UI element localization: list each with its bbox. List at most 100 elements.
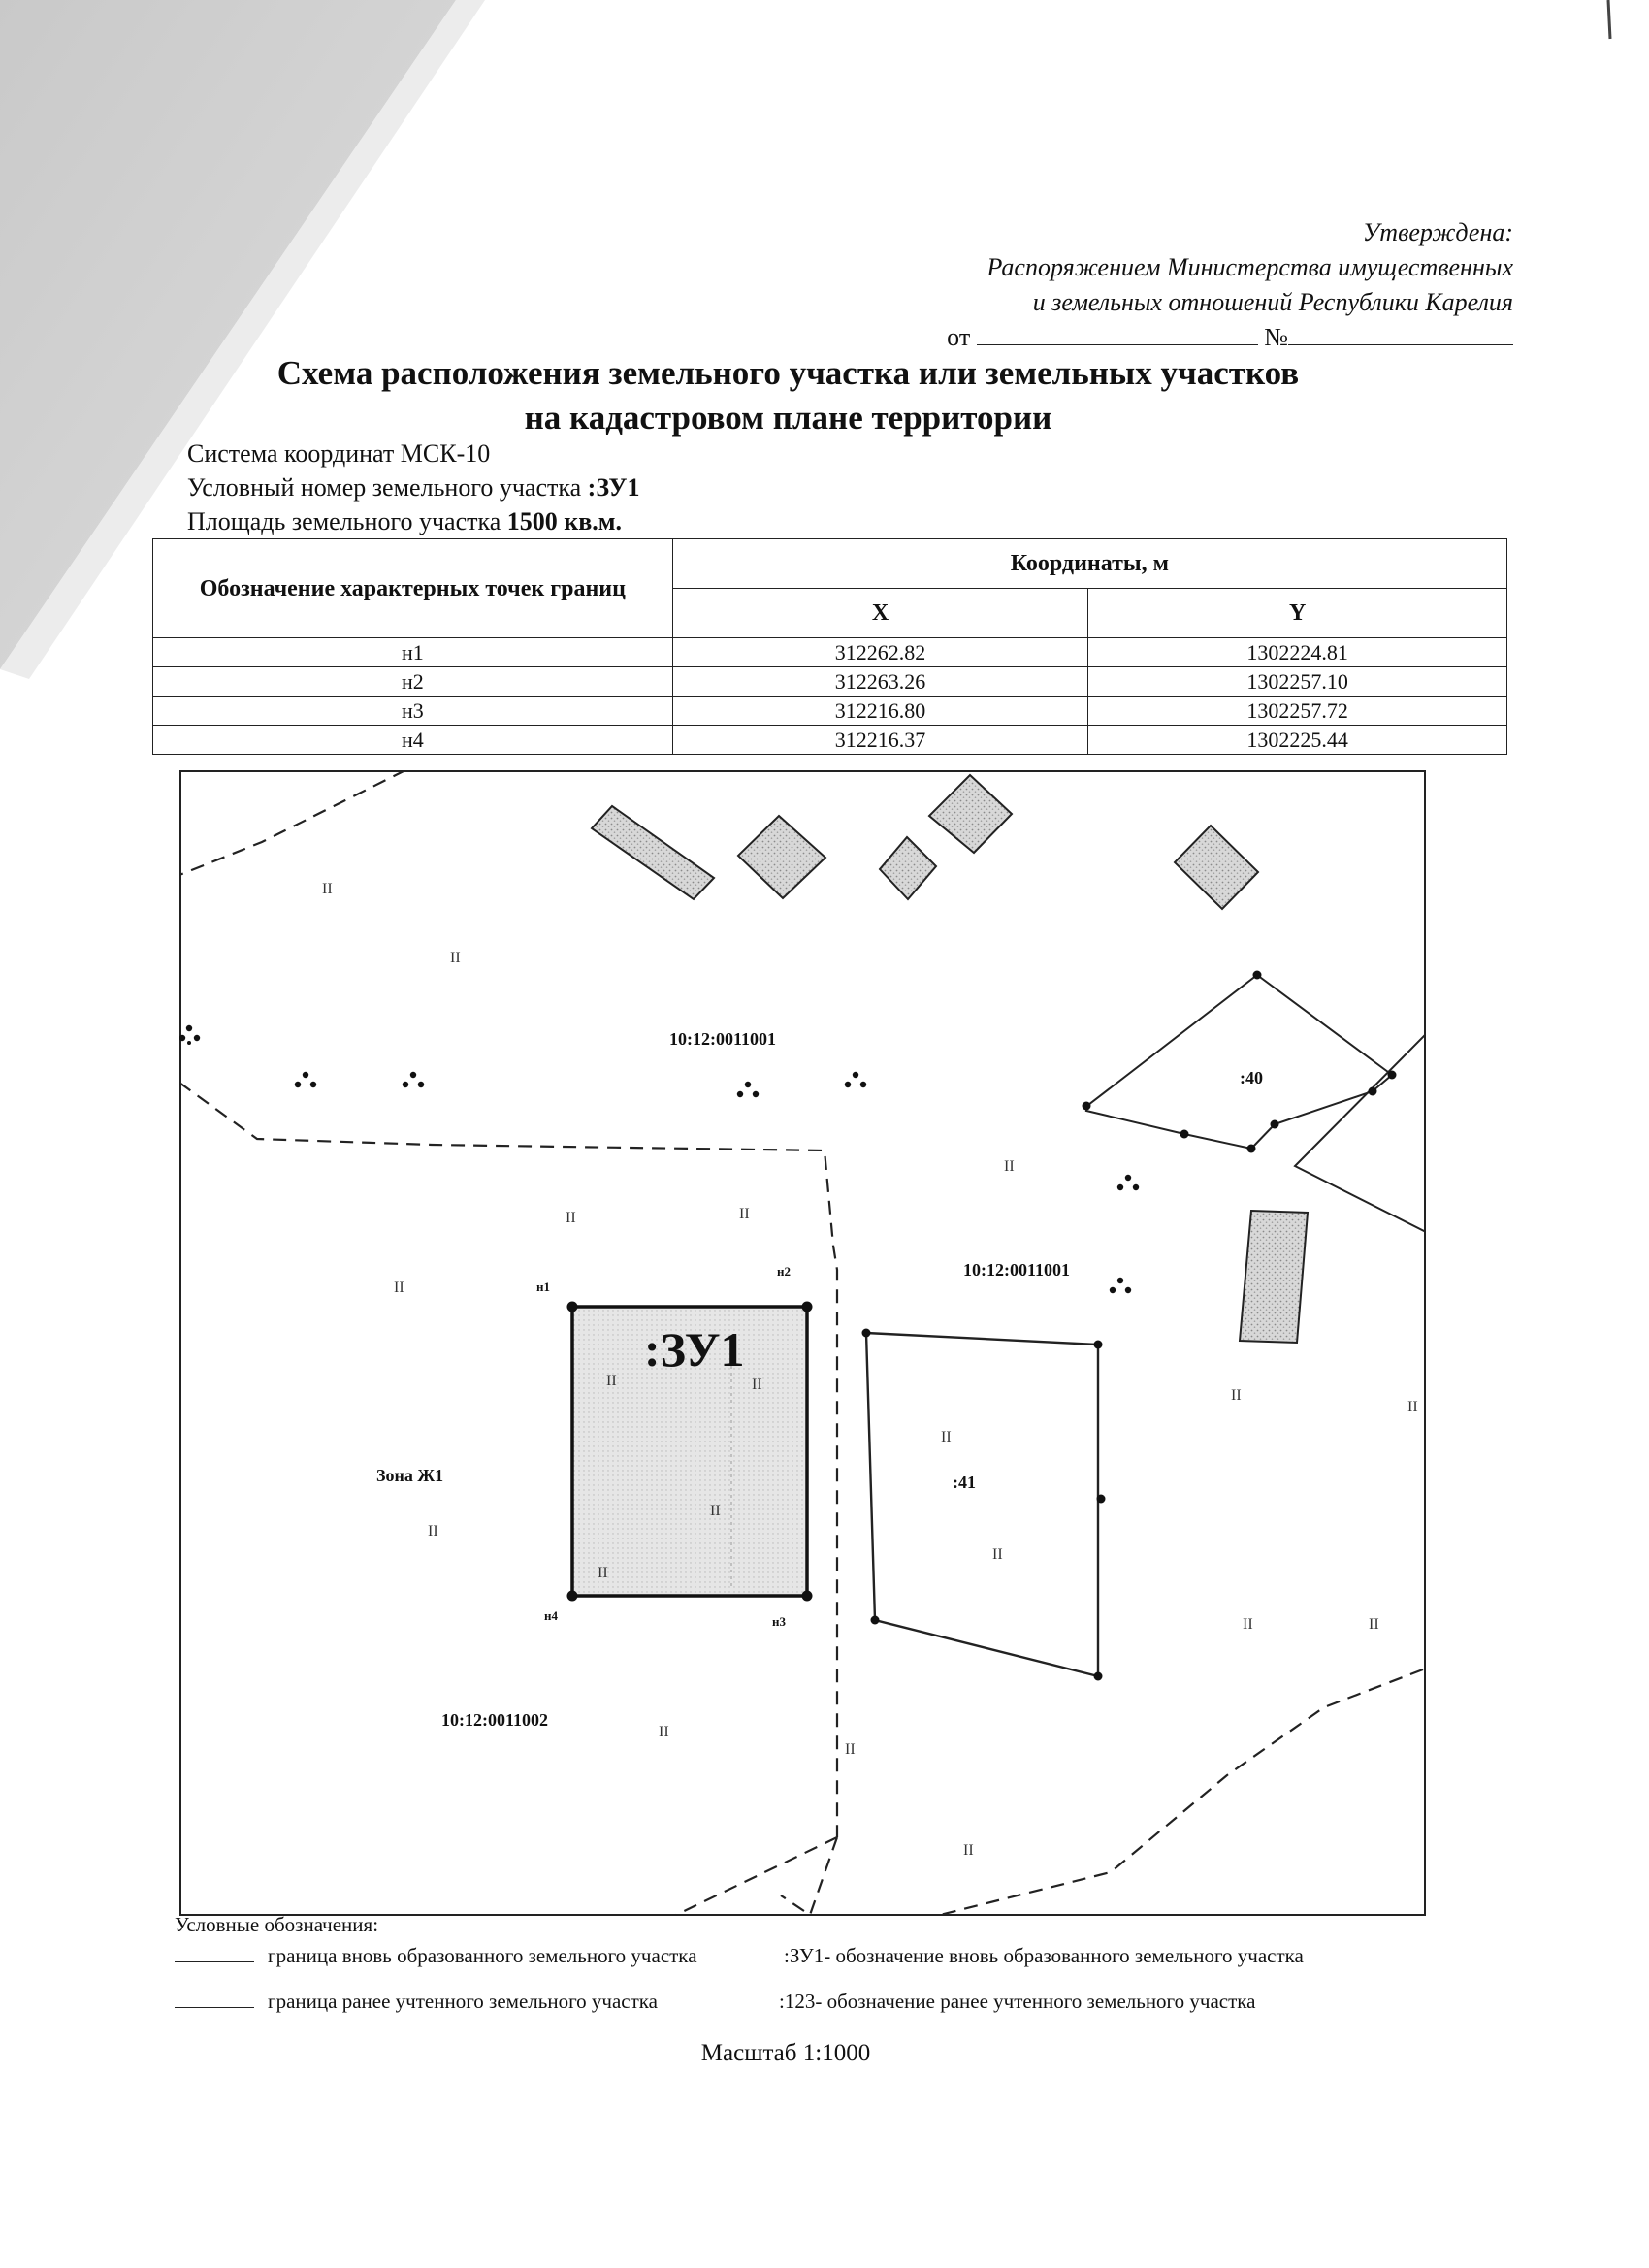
parcel-area-line: Площадь земельного участка 1500 кв.м. bbox=[187, 504, 639, 538]
parcel-area-label: Площадь земельного участка bbox=[187, 507, 507, 535]
tree-icon bbox=[179, 1024, 201, 1045]
grass-mark: II bbox=[752, 1377, 762, 1393]
tree-icon bbox=[294, 1071, 317, 1088]
parcel-number-value: :ЗУ1 bbox=[587, 473, 640, 502]
parcel-zu1-fill bbox=[572, 1307, 807, 1596]
block-label-south: 10:12:0011002 bbox=[441, 1710, 548, 1730]
title-line-2: на кадастровом плане территории bbox=[524, 399, 1052, 437]
block-label-east: 10:12:0011001 bbox=[963, 1260, 1070, 1280]
coordinates-table: Обозначение характерных точек границ Коо… bbox=[152, 538, 1508, 755]
grass-marks: II II II II II II II II II II II II II I… bbox=[322, 881, 1418, 1859]
buildings bbox=[590, 773, 1310, 1345]
approval-line-3: и земельных отношений Республики Карелия bbox=[1032, 288, 1513, 316]
approval-line-1: Утверждена: bbox=[1362, 218, 1513, 246]
approval-number-blank bbox=[1288, 325, 1513, 345]
legend-new-boundary-text: граница вновь образованного земельного у… bbox=[268, 1944, 697, 1967]
grass-mark: II bbox=[450, 950, 461, 966]
parcel-40-vertices bbox=[1082, 970, 1397, 1153]
grass-mark: II bbox=[710, 1503, 721, 1519]
grass-mark: II bbox=[845, 1741, 856, 1758]
point-label-n3: н3 bbox=[772, 1614, 786, 1629]
parcel-info: Система координат МСК-10 Условный номер … bbox=[187, 437, 639, 538]
parcel-41-vertices bbox=[861, 1328, 1106, 1681]
new-parcel-label: :ЗУ1 bbox=[644, 1322, 745, 1377]
grass-mark: II bbox=[428, 1523, 438, 1539]
table-row: н2 312263.26 1302257.10 bbox=[152, 666, 1507, 697]
table-row: н3 312216.80 1302257.72 bbox=[152, 696, 1507, 726]
point-cell: н4 bbox=[152, 725, 673, 755]
approval-date-number: от № bbox=[815, 320, 1513, 355]
approval-block: Утверждена: Распоряжением Министерства и… bbox=[815, 215, 1513, 355]
grass-mark: II bbox=[941, 1429, 952, 1445]
parcel-41-label: :41 bbox=[953, 1473, 976, 1492]
table-row: н4 312216.37 1302225.44 bbox=[152, 725, 1507, 755]
y-cell: 1302225.44 bbox=[1087, 725, 1507, 755]
tree-icon bbox=[1116, 1174, 1140, 1191]
point-label-n2: н2 bbox=[777, 1264, 791, 1279]
grass-mark: II bbox=[566, 1210, 576, 1226]
grass-mark: II bbox=[992, 1546, 1003, 1563]
building bbox=[590, 804, 716, 901]
tree-icon bbox=[1109, 1277, 1132, 1294]
title-line-1: Схема расположения земельного участка ил… bbox=[276, 354, 1300, 392]
grass-mark: II bbox=[963, 1842, 974, 1859]
legend-new-boundary: граница вновь образованного земельного у… bbox=[175, 1942, 697, 1969]
block-edge-east bbox=[1293, 1033, 1426, 1233]
legend-old-code: :123- обозначение ранее учтенного земель… bbox=[779, 1990, 1256, 2013]
legend-line-sample bbox=[175, 2007, 254, 2008]
map-scale: Масштаб 1:1000 bbox=[700, 2040, 871, 2066]
approval-date-blank bbox=[976, 325, 1258, 345]
building bbox=[1238, 1209, 1310, 1345]
document-title: Схема расположения земельного участка ил… bbox=[155, 351, 1421, 440]
building bbox=[1173, 824, 1260, 911]
legend-line-sample bbox=[175, 1961, 254, 1962]
coords-header: Координаты, м bbox=[671, 538, 1508, 589]
building bbox=[878, 835, 938, 901]
tree-icon bbox=[402, 1071, 425, 1088]
zone-label: Зона Ж1 bbox=[376, 1466, 443, 1485]
coord-system: Система координат МСК-10 bbox=[187, 439, 491, 468]
grass-mark: II bbox=[659, 1724, 669, 1740]
x-header: X bbox=[671, 588, 1089, 638]
parcel-41-boundary bbox=[864, 1331, 1100, 1678]
legend-title: Условные обозначения: bbox=[175, 1913, 379, 1936]
map-frame bbox=[179, 770, 1426, 1916]
y-header: Y bbox=[1087, 588, 1507, 638]
grass-mark: II bbox=[1243, 1616, 1253, 1633]
parcel-zu1-vertices bbox=[566, 1301, 813, 1602]
tree-clusters bbox=[179, 1024, 1140, 1294]
grass-mark: II bbox=[1369, 1616, 1379, 1633]
point-label-n4: н4 bbox=[544, 1608, 558, 1623]
tree-icon bbox=[736, 1081, 760, 1098]
parcel-number-line: Условный номер земельного участка :ЗУ1 bbox=[187, 470, 639, 504]
block-label-north: 10:12:0011001 bbox=[669, 1029, 776, 1049]
point-label-n1: н1 bbox=[536, 1280, 550, 1294]
x-cell: 312262.82 bbox=[671, 637, 1089, 667]
y-cell: 1302224.81 bbox=[1087, 637, 1507, 667]
grass-mark: II bbox=[1004, 1158, 1015, 1175]
parcel-40-label: :40 bbox=[1240, 1068, 1263, 1087]
x-cell: 312216.37 bbox=[671, 725, 1089, 755]
parcel-area-value: 1500 кв.м. bbox=[506, 507, 622, 535]
grass-mark: II bbox=[394, 1280, 404, 1296]
approval-number-label: № bbox=[1264, 323, 1288, 351]
legend-old-boundary: граница ранее учтенного земельного участ… bbox=[175, 1988, 658, 2015]
tree-icon bbox=[844, 1071, 867, 1088]
table-row: н1 312262.82 1302224.81 bbox=[152, 637, 1507, 667]
x-cell: 312216.80 bbox=[671, 696, 1089, 726]
grass-mark: II bbox=[739, 1206, 750, 1222]
parcel-40-boundary bbox=[1084, 973, 1394, 1150]
approval-from-label: от bbox=[947, 323, 971, 351]
building bbox=[736, 814, 827, 900]
legend-new-code: :ЗУ1- обозначение вновь образованного зе… bbox=[784, 1944, 1304, 1967]
building bbox=[927, 773, 1014, 855]
grass-mark: II bbox=[1231, 1387, 1242, 1404]
x-cell: 312263.26 bbox=[671, 666, 1089, 697]
block-boundaries bbox=[179, 770, 1424, 1916]
approval-line-2: Распоряжением Министерства имущественных bbox=[986, 253, 1513, 281]
cadastral-map: II II II II II II II II II II II II II I… bbox=[179, 770, 1426, 1916]
legend-old-boundary-text: граница ранее учтенного земельного участ… bbox=[268, 1990, 658, 2013]
grass-mark: II bbox=[598, 1565, 608, 1581]
point-cell: н3 bbox=[152, 696, 673, 726]
y-cell: 1302257.10 bbox=[1087, 666, 1507, 697]
